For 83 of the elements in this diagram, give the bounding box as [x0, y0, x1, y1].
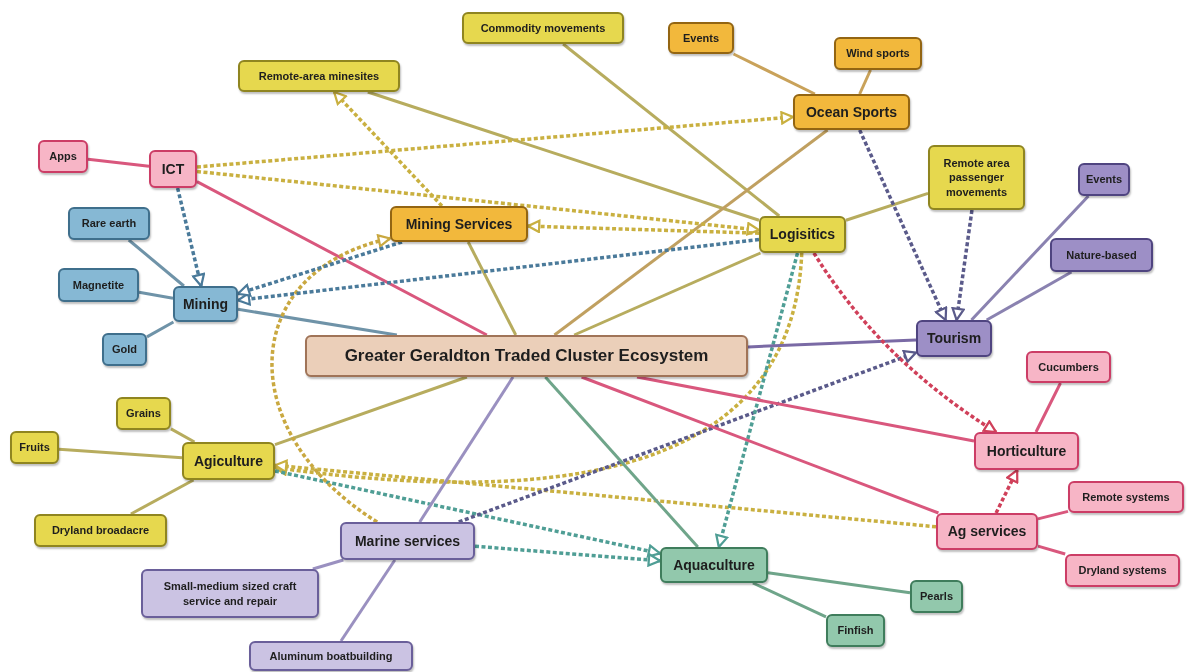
sub-cluster-box: Aluminum boatbuilding — [249, 641, 413, 671]
arrow — [474, 544, 662, 567]
connector-line — [845, 191, 929, 222]
cluster-box: Mining Services — [390, 206, 528, 242]
sub-cluster-box: Gold — [102, 333, 147, 366]
sub-cluster-box: Rare earth — [68, 207, 150, 240]
cluster-box: Marine services — [340, 522, 475, 560]
arrow — [715, 252, 800, 549]
sub-cluster-box: Small-medium sized craft service and repair — [141, 569, 319, 618]
connector-line — [985, 270, 1073, 322]
cluster-box: Tourism — [916, 320, 992, 357]
arrow — [994, 468, 1019, 514]
connector-line — [146, 320, 175, 339]
connector-line — [732, 52, 816, 96]
connector-line — [858, 69, 872, 95]
connector-line — [636, 375, 975, 443]
connector-line — [138, 290, 174, 300]
sub-cluster-box: Magnetite — [58, 268, 139, 302]
arrow — [236, 240, 403, 297]
sub-cluster-box: Events — [1078, 163, 1130, 196]
connector-line — [339, 559, 397, 642]
arrow — [526, 219, 760, 235]
arrow — [175, 187, 206, 288]
sub-cluster-box: Commodity movements — [462, 12, 624, 44]
arrow — [858, 129, 948, 322]
arrow — [236, 237, 760, 306]
connector-line — [274, 375, 468, 447]
cluster-box: Agiculture — [182, 442, 275, 480]
connector-line — [544, 376, 699, 548]
arrow — [196, 111, 795, 169]
cluster-box: Ocean Sports — [793, 94, 910, 130]
connector-line — [196, 180, 488, 337]
sub-cluster-box: Fruits — [10, 431, 59, 464]
connector-line — [170, 427, 196, 444]
connector-line — [581, 375, 939, 515]
connector-line — [367, 90, 760, 222]
sub-cluster-box: Events — [668, 22, 734, 54]
connector-line — [573, 251, 762, 337]
connector-line — [553, 128, 829, 337]
cluster-box: Horticulture — [974, 432, 1079, 470]
sub-cluster-box: Wind sports — [834, 37, 922, 70]
connector-line — [747, 338, 917, 349]
connector-line — [1037, 544, 1066, 556]
connector-line — [418, 376, 515, 523]
sub-cluster-box: Dryland broadacre — [34, 514, 167, 547]
sub-cluster-box: Nature-based — [1050, 238, 1153, 272]
sub-cluster-box: Remote area passenger movements — [928, 145, 1025, 210]
connector-line — [466, 241, 518, 336]
central-box: Greater Geraldton Traded Cluster Ecosystem — [305, 335, 748, 377]
connector-line — [1037, 509, 1069, 521]
connector-line — [87, 157, 150, 168]
connector-line — [752, 581, 827, 619]
arrow — [273, 252, 804, 484]
cluster-box: Ag services — [936, 513, 1038, 550]
arrow — [951, 209, 974, 322]
connector-line — [237, 307, 398, 337]
connector-line — [1034, 382, 1062, 433]
cluster-box: ICT — [149, 150, 197, 188]
connector-line — [312, 558, 344, 571]
arrow — [196, 169, 761, 236]
arrow — [273, 459, 937, 529]
arrow — [274, 469, 662, 558]
sub-cluster-box: Cucumbers — [1026, 351, 1111, 383]
sub-cluster-box: Pearls — [910, 580, 963, 613]
cluster-box: Aquaculture — [660, 547, 768, 583]
arrow — [812, 252, 998, 434]
sub-cluster-box: Grains — [116, 397, 171, 430]
sub-cluster-box: Dryland systems — [1065, 554, 1180, 587]
sub-cluster-box: Remote-area minesites — [238, 60, 400, 92]
arrow — [332, 90, 444, 208]
connector-line — [58, 447, 183, 460]
arrow — [458, 350, 918, 524]
connector-line — [130, 478, 195, 516]
connector-line — [127, 238, 185, 288]
sub-cluster-box: Apps — [38, 140, 88, 173]
arrow — [270, 235, 392, 524]
connector-line — [562, 42, 781, 218]
connector-line — [970, 194, 1090, 322]
cluster-box: Mining — [173, 286, 238, 322]
sub-cluster-box: Remote systems — [1068, 481, 1184, 513]
connector-line — [767, 571, 911, 595]
sub-cluster-box: Finfish — [826, 614, 885, 647]
cluster-box: Logisitics — [759, 216, 846, 253]
